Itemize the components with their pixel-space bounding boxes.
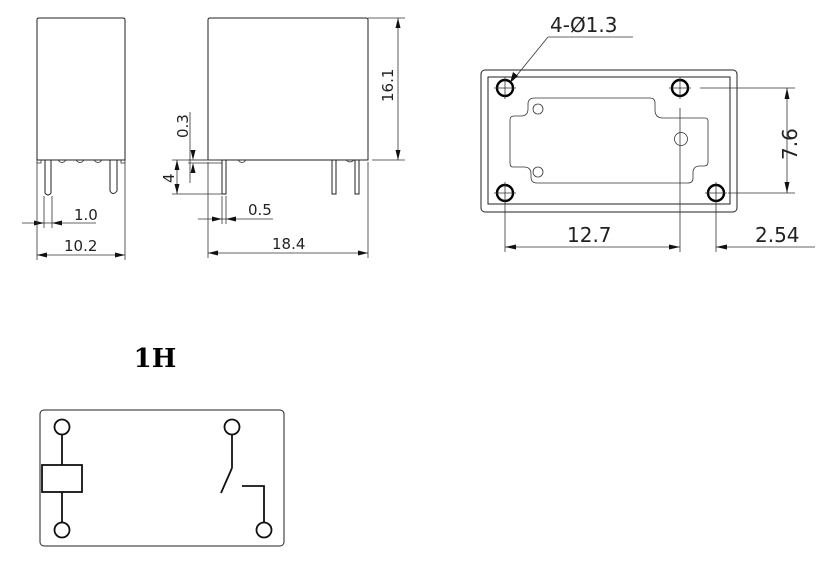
pin-right xyxy=(109,160,118,194)
switch-no-terminal xyxy=(255,521,273,539)
relay-body-wide xyxy=(207,17,369,161)
hole-callout: 4-Ø1.3 xyxy=(550,13,618,37)
dim-body-length: 18.4 xyxy=(272,235,305,253)
dim-pin-thickness: 0.5 xyxy=(248,201,272,219)
schematic-title: 1H xyxy=(134,344,177,374)
relay-body-narrow xyxy=(36,17,126,161)
hole-top-left xyxy=(494,77,516,99)
switch-blade xyxy=(220,467,233,494)
pin-left xyxy=(44,160,52,196)
dim-body-height: 16.1 xyxy=(379,69,397,102)
dim-coil-to-contact: 12.7 xyxy=(567,223,612,247)
switch-common-terminal xyxy=(223,418,241,436)
hole-bottom-right xyxy=(705,182,727,204)
schematic-outline xyxy=(39,409,285,547)
side-view-wide: 16.1 0.3 4 0.5 18.4 xyxy=(160,17,405,258)
dim-row-spacing: 7.6 xyxy=(778,128,802,160)
hole-bottom-left xyxy=(494,182,516,204)
coil-terminal-top xyxy=(53,418,71,436)
dim-contact-offset: 2.54 xyxy=(755,223,800,247)
dim-body-width: 10.2 xyxy=(64,237,97,255)
side-view-narrow: 1.0 10.2 xyxy=(22,17,126,260)
pin-rear xyxy=(354,160,360,195)
pin-front xyxy=(221,160,227,195)
pcb-footprint: 4-Ø1.3 7.6 12.7 2.54 xyxy=(480,13,815,252)
footprint-inner-outline xyxy=(487,76,731,205)
footprint-outline xyxy=(480,69,738,213)
dim-pin-width: 1.0 xyxy=(74,206,98,224)
pin-mid xyxy=(331,160,337,195)
schematic-diagram xyxy=(39,409,285,547)
dim-pin-length: 4 xyxy=(160,173,178,183)
hole-top-right xyxy=(669,77,691,99)
dim-standoff: 0.3 xyxy=(174,114,192,138)
coil-symbol xyxy=(41,464,83,493)
footprint-cutout xyxy=(509,97,709,184)
coil-terminal-bottom xyxy=(53,521,71,539)
